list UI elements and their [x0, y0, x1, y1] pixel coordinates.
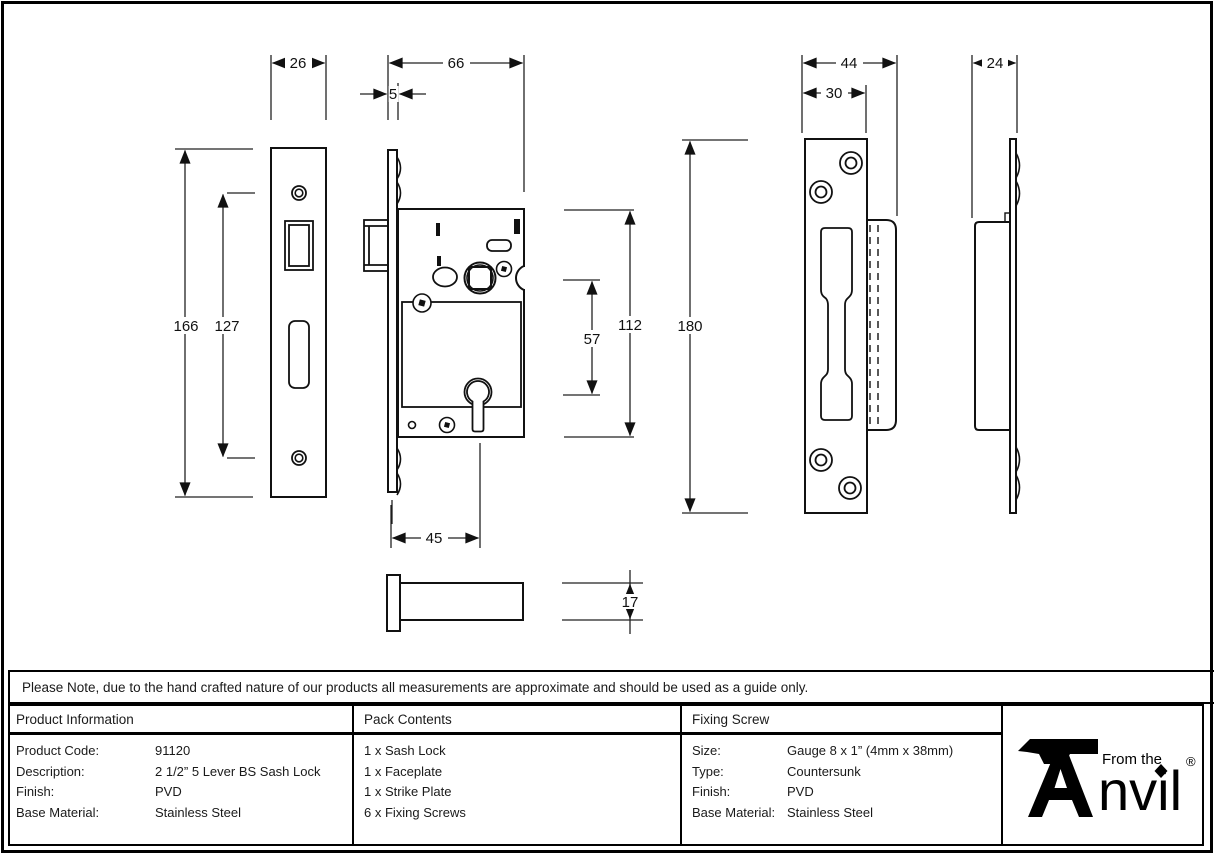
measurement-note: Please Note, due to the hand crafted nat… [8, 670, 1214, 704]
dim-case-height: 112 [564, 209, 649, 438]
case-oval-hole [432, 266, 458, 288]
row-value: PVD [155, 784, 182, 799]
anvil-a-glyph [1028, 750, 1093, 817]
spindle-follower [463, 261, 497, 295]
row-value: Countersunk [787, 764, 861, 779]
list-item: 6 x Fixing Screws [364, 805, 466, 820]
row-label: Description: [16, 764, 85, 779]
svg-text:5: 5 [389, 86, 397, 103]
i-dot-diamond-icon [1154, 764, 1168, 778]
svg-text:127: 127 [214, 318, 239, 335]
row-value: Stainless Steel [155, 805, 241, 820]
logo-from-the: From the [1102, 751, 1162, 768]
row-value: Gauge 8 x 1” (4mm x 38mm) [787, 743, 954, 758]
case-pill-slot [486, 239, 512, 252]
row-label: Finish: [16, 784, 55, 799]
lock-case [397, 208, 525, 438]
dim-follower-to-keyhole: 57 [563, 279, 606, 396]
list-item: 1 x Sash Lock [364, 743, 446, 758]
row-label: Finish: [692, 784, 731, 799]
column-divider [680, 706, 682, 844]
svg-text:26: 26 [290, 55, 307, 72]
brand-logo-cell: From the nvil ® [996, 706, 1198, 836]
svg-text:45: 45 [426, 530, 443, 547]
svg-text:166: 166 [173, 318, 198, 335]
technical-drawing: 26 66 5 44 [168, 55, 1021, 634]
faceplate-bottom-screw-hole [291, 450, 307, 466]
note-text: Please Note, due to the hand crafted nat… [22, 679, 809, 695]
dim-strike-plate-width: 30 [802, 85, 867, 133]
row-label: Size: [692, 743, 721, 758]
strike-cutout [820, 227, 853, 421]
svg-text:112: 112 [618, 317, 642, 334]
product-info-table: Product Information Pack Contents Fixing… [8, 704, 1204, 846]
dim-strike-overall-width: 44 [801, 55, 898, 216]
case-slots [436, 219, 520, 266]
case-small-hole [407, 420, 417, 430]
fixing-screw-header: Fixing Screw [692, 712, 770, 727]
svg-text:44: 44 [841, 55, 858, 72]
header-rule [10, 732, 1001, 735]
case-screw-top-left [412, 293, 432, 313]
row-label: Base Material: [16, 805, 100, 820]
row-label: Base Material: [692, 805, 776, 820]
dim-strike-height: 180 [671, 139, 748, 514]
lock-top-view [386, 574, 524, 632]
svg-text:17: 17 [622, 594, 639, 611]
dim-lock-depth: 66 [387, 55, 525, 192]
dim-faceplate-height: 166 [168, 148, 253, 498]
registered-mark: ® [1186, 754, 1196, 769]
row-value: 2 1/2” 5 Lever BS Sash Lock [155, 764, 321, 779]
lock-side-view [363, 149, 530, 524]
row-value: 91120 [155, 743, 191, 758]
dimension-annotations: 26 66 5 44 [168, 55, 1018, 634]
lever-pack [401, 301, 522, 408]
strike-plate-front-view [804, 138, 897, 514]
row-label: Product Code: [16, 743, 100, 758]
dim-strike-side-width: 24 [971, 55, 1018, 218]
latch-bolt [363, 219, 389, 272]
product-information-header: Product Information [16, 712, 134, 727]
list-item: 1 x Faceplate [364, 764, 443, 779]
svg-text:30: 30 [826, 85, 843, 102]
row-value: Stainless Steel [787, 805, 873, 820]
dim-backset: 45 [390, 443, 481, 548]
faceplate-top-screw-hole [291, 185, 307, 201]
svg-text:57: 57 [584, 331, 601, 348]
strike-screw-holes [809, 151, 863, 500]
faceplate-front-view [270, 147, 327, 498]
case-screw-bottom [438, 416, 456, 434]
row-value: PVD [787, 784, 814, 799]
case-screw-top-right [495, 260, 513, 278]
from-the-anvil-logo: From the nvil ® [1018, 739, 1196, 822]
svg-text:24: 24 [987, 55, 1004, 72]
svg-text:66: 66 [448, 55, 465, 72]
list-item: 1 x Strike Plate [364, 784, 452, 799]
column-divider [1001, 706, 1003, 844]
dim-screw-centres: 127 [208, 192, 255, 459]
keyhole [463, 377, 493, 433]
dim-case-thickness: 17 [562, 570, 643, 634]
strike-plate-side-view [974, 138, 1021, 514]
pack-contents-header: Pack Contents [364, 712, 452, 727]
strike-keep-box [974, 221, 1010, 431]
column-divider [352, 706, 354, 844]
dim-faceplate-thickness: 5 [360, 83, 426, 120]
svg-text:180: 180 [677, 318, 702, 335]
logo-name-rest: nvil [1098, 759, 1182, 822]
deadbolt-opening [288, 320, 310, 389]
row-label: Type: [692, 764, 724, 779]
dim-faceplate-width: 26 [270, 55, 327, 120]
strike-lip [867, 219, 897, 431]
latch-opening [284, 220, 314, 271]
